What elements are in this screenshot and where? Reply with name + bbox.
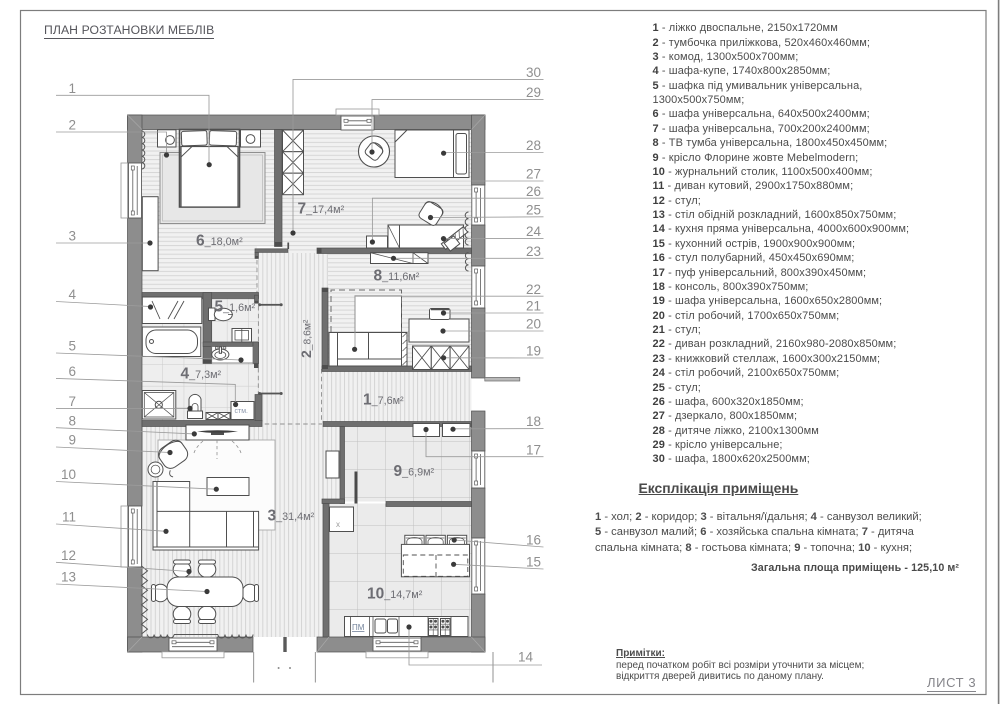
svg-text:26: 26	[526, 184, 541, 199]
svg-text:23: 23	[526, 244, 541, 259]
svg-text:15: 15	[526, 555, 541, 570]
svg-text:5: 5	[68, 339, 76, 354]
svg-text:7_17,4м²: 7_17,4м²	[298, 201, 345, 218]
svg-text:4_7,3м²: 4_7,3м²	[181, 366, 222, 383]
svg-text:ПМ: ПМ	[352, 623, 365, 632]
svg-text:9_6,9м²: 9_6,9м²	[394, 463, 435, 480]
svg-text:1: 1	[68, 81, 76, 96]
svg-text:5_1,6м²: 5_1,6м²	[215, 299, 256, 316]
svg-text:30: 30	[526, 65, 541, 80]
svg-text:16: 16	[526, 533, 541, 548]
svg-text:27: 27	[526, 167, 541, 182]
svg-text:6_18,0м²: 6_18,0м²	[196, 233, 243, 250]
svg-text:29: 29	[526, 85, 541, 100]
svg-text:18: 18	[526, 414, 541, 429]
svg-text:9: 9	[68, 433, 76, 448]
svg-text:3: 3	[68, 229, 76, 244]
svg-text:11: 11	[62, 510, 76, 525]
svg-text:20: 20	[526, 317, 541, 332]
svg-text:24: 24	[526, 224, 542, 239]
svg-text:6: 6	[68, 364, 76, 379]
svg-text:10_14,7м²: 10_14,7м²	[367, 586, 423, 603]
svg-text:2_8,6м²: 2_8,6м²	[298, 319, 314, 358]
svg-text:2: 2	[68, 118, 76, 133]
svg-text:25: 25	[526, 202, 541, 217]
svg-text:21: 21	[526, 299, 541, 314]
svg-text:1_7,6м²: 1_7,6м²	[363, 392, 404, 409]
svg-text:8_11,6м²: 8_11,6м²	[374, 268, 420, 285]
svg-text:х: х	[336, 520, 340, 529]
svg-text:17: 17	[526, 442, 541, 457]
svg-text:10: 10	[61, 467, 76, 482]
svg-text:4: 4	[68, 287, 76, 302]
svg-text:12: 12	[61, 548, 76, 563]
svg-text:28: 28	[526, 138, 541, 153]
svg-text:22: 22	[526, 282, 541, 297]
svg-text:3_31,4м²: 3_31,4м²	[268, 508, 315, 525]
svg-text:13: 13	[61, 570, 76, 585]
svg-text:7: 7	[68, 394, 76, 409]
svg-text:стм.: стм.	[235, 408, 249, 415]
svg-text:19: 19	[526, 344, 541, 359]
svg-text:14: 14	[518, 650, 534, 665]
svg-text:8: 8	[68, 413, 76, 428]
